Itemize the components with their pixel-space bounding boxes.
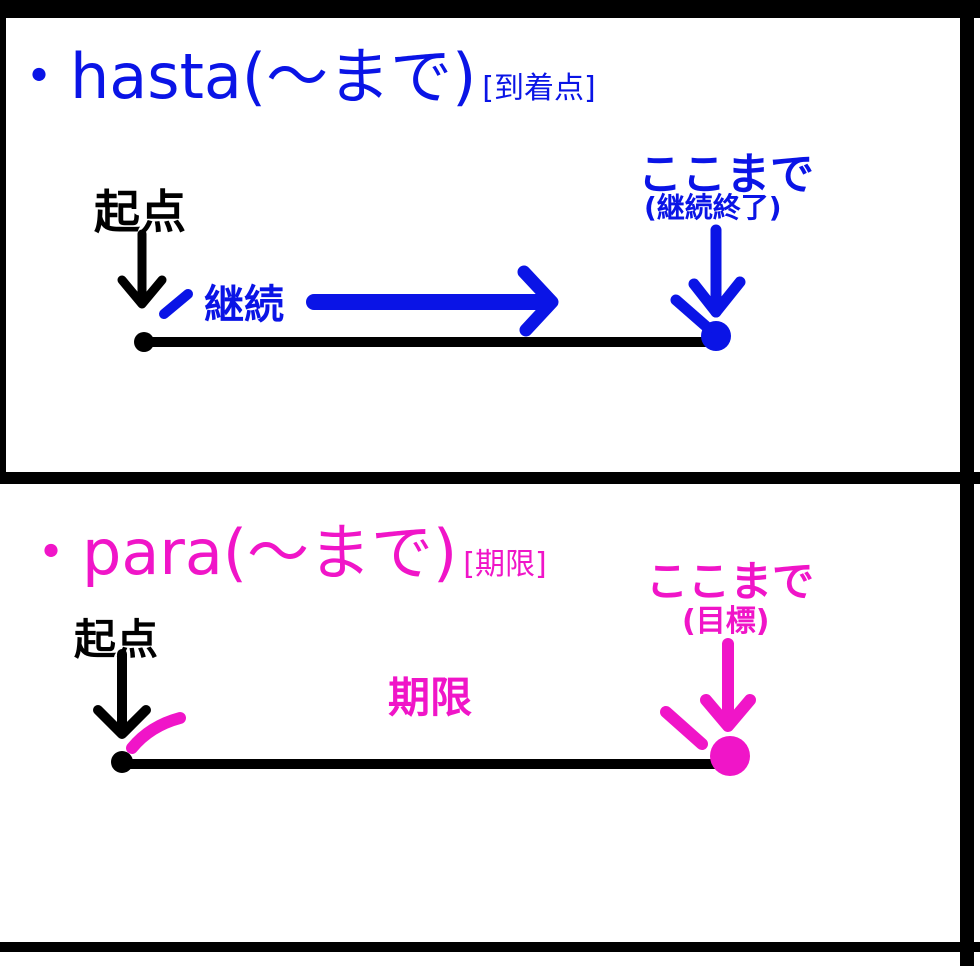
- end-sublabel-para: (目標): [682, 604, 770, 639]
- left-border-top: [0, 0, 6, 484]
- start-point-hasta: [134, 332, 154, 352]
- continue-arrowhead-hasta: [517, 265, 559, 337]
- para-word: para(〜まで): [82, 516, 458, 589]
- bullet-hasta: ・: [8, 40, 71, 113]
- start-label-para: 起点: [74, 615, 159, 664]
- end-label-hasta: ここまで: [638, 149, 814, 200]
- panel-divider: [0, 472, 980, 484]
- hasta-word: hasta(〜まで): [70, 40, 477, 113]
- middle-label-para: 期限: [388, 673, 473, 722]
- start-arrowhead-para: [93, 705, 151, 739]
- start-arrowhead-hasta: [117, 275, 167, 309]
- start-tick-para: [126, 712, 186, 754]
- hasta-diagram: [117, 224, 746, 352]
- bullet-para: ・: [20, 516, 83, 589]
- start-tick-hasta: [159, 289, 193, 319]
- end-arrowhead-para: [700, 694, 756, 732]
- para-title: ・para(〜まで)[期限]: [20, 502, 547, 592]
- para-tag: [期限]: [463, 547, 547, 582]
- end-arrowhead-hasta: [688, 276, 746, 318]
- end-sublabel-hasta: (継続終了): [644, 191, 782, 224]
- hasta-title: ・hasta(〜まで)[到着点]: [8, 26, 596, 116]
- hasta-tag: [到着点]: [482, 71, 596, 106]
- start-point-para: [111, 751, 133, 773]
- end-point-para: [710, 736, 750, 776]
- top-border: [0, 0, 980, 18]
- bottom-border: [0, 942, 980, 952]
- end-tick-para: [660, 706, 708, 750]
- end-label-para: ここまで: [646, 557, 815, 606]
- end-tick-hasta: [670, 294, 714, 334]
- middle-label-hasta: 継続: [204, 282, 284, 328]
